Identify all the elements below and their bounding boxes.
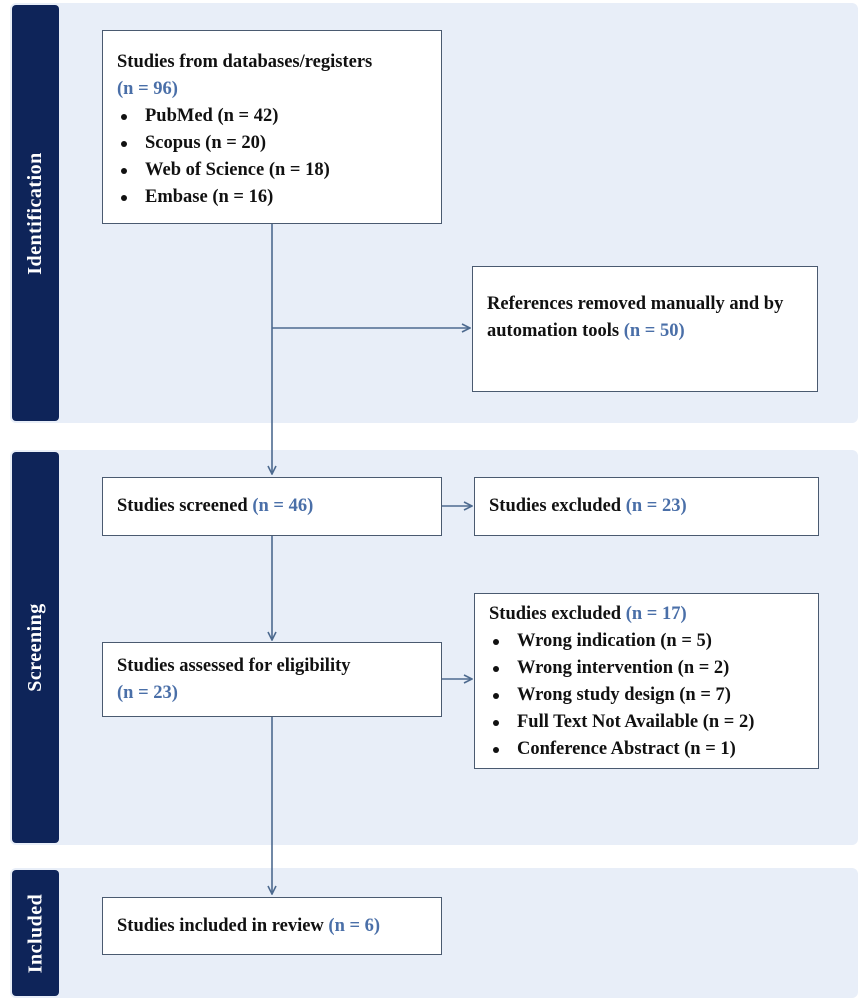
- screening-stage-bar: Screening: [12, 452, 59, 843]
- excluded-eligibility-count: (n = 17): [625, 604, 687, 624]
- screened-box: Studies screened (n = 46): [102, 477, 442, 536]
- included-count: (n = 6): [328, 915, 381, 936]
- excluded-screening-count: (n = 23): [625, 496, 687, 516]
- exclusion-reason: Full Text Not Available (n = 2): [489, 709, 806, 736]
- screened-count: (n = 46): [252, 496, 314, 516]
- source-item: Web of Science (n = 18): [117, 157, 429, 184]
- exclusion-reason: Wrong intervention (n = 2): [489, 655, 806, 682]
- eligibility-count: (n = 23): [117, 682, 178, 703]
- eligibility-text: Studies assessed for eligibility: [117, 655, 351, 676]
- excluded-screening-text: Studies excluded: [489, 496, 622, 516]
- screened-text: Studies screened: [117, 496, 248, 516]
- excluded-eligibility-title: Studies excluded: [489, 604, 622, 624]
- included-stage-bar: Included: [12, 870, 59, 996]
- source-item: PubMed (n = 42): [117, 103, 429, 130]
- source-item: Scopus (n = 20): [117, 130, 429, 157]
- exclusion-reason: Wrong study design (n = 7): [489, 682, 806, 709]
- eligibility-box: Studies assessed for eligibility (n = 23…: [102, 642, 442, 717]
- excluded-eligibility-box: Studies excluded (n = 17) Wrong indicati…: [474, 593, 819, 769]
- exclusion-reason: Conference Abstract (n = 1): [489, 736, 806, 763]
- identification-title: Studies from databases/registers: [117, 52, 373, 72]
- identification-box: Studies from databases/registers (n = 96…: [102, 30, 442, 224]
- removed-box: References removed manually and by autom…: [472, 266, 818, 392]
- included-text: Studies included in review: [117, 915, 324, 936]
- source-list: PubMed (n = 42) Scopus (n = 20) Web of S…: [117, 103, 429, 211]
- exclusion-reason-list: Wrong indication (n = 5) Wrong intervent…: [489, 628, 806, 763]
- removed-text: References removed manually and by autom…: [487, 294, 784, 341]
- identification-count: (n = 96): [117, 79, 178, 99]
- included-box: Studies included in review (n = 6): [102, 897, 442, 955]
- excluded-screening-box: Studies excluded (n = 23): [474, 477, 819, 536]
- removed-count: (n = 50): [623, 321, 685, 341]
- exclusion-reason: Wrong indication (n = 5): [489, 628, 806, 655]
- source-item: Embase (n = 16): [117, 184, 429, 211]
- identification-stage-bar: Identification: [12, 5, 59, 421]
